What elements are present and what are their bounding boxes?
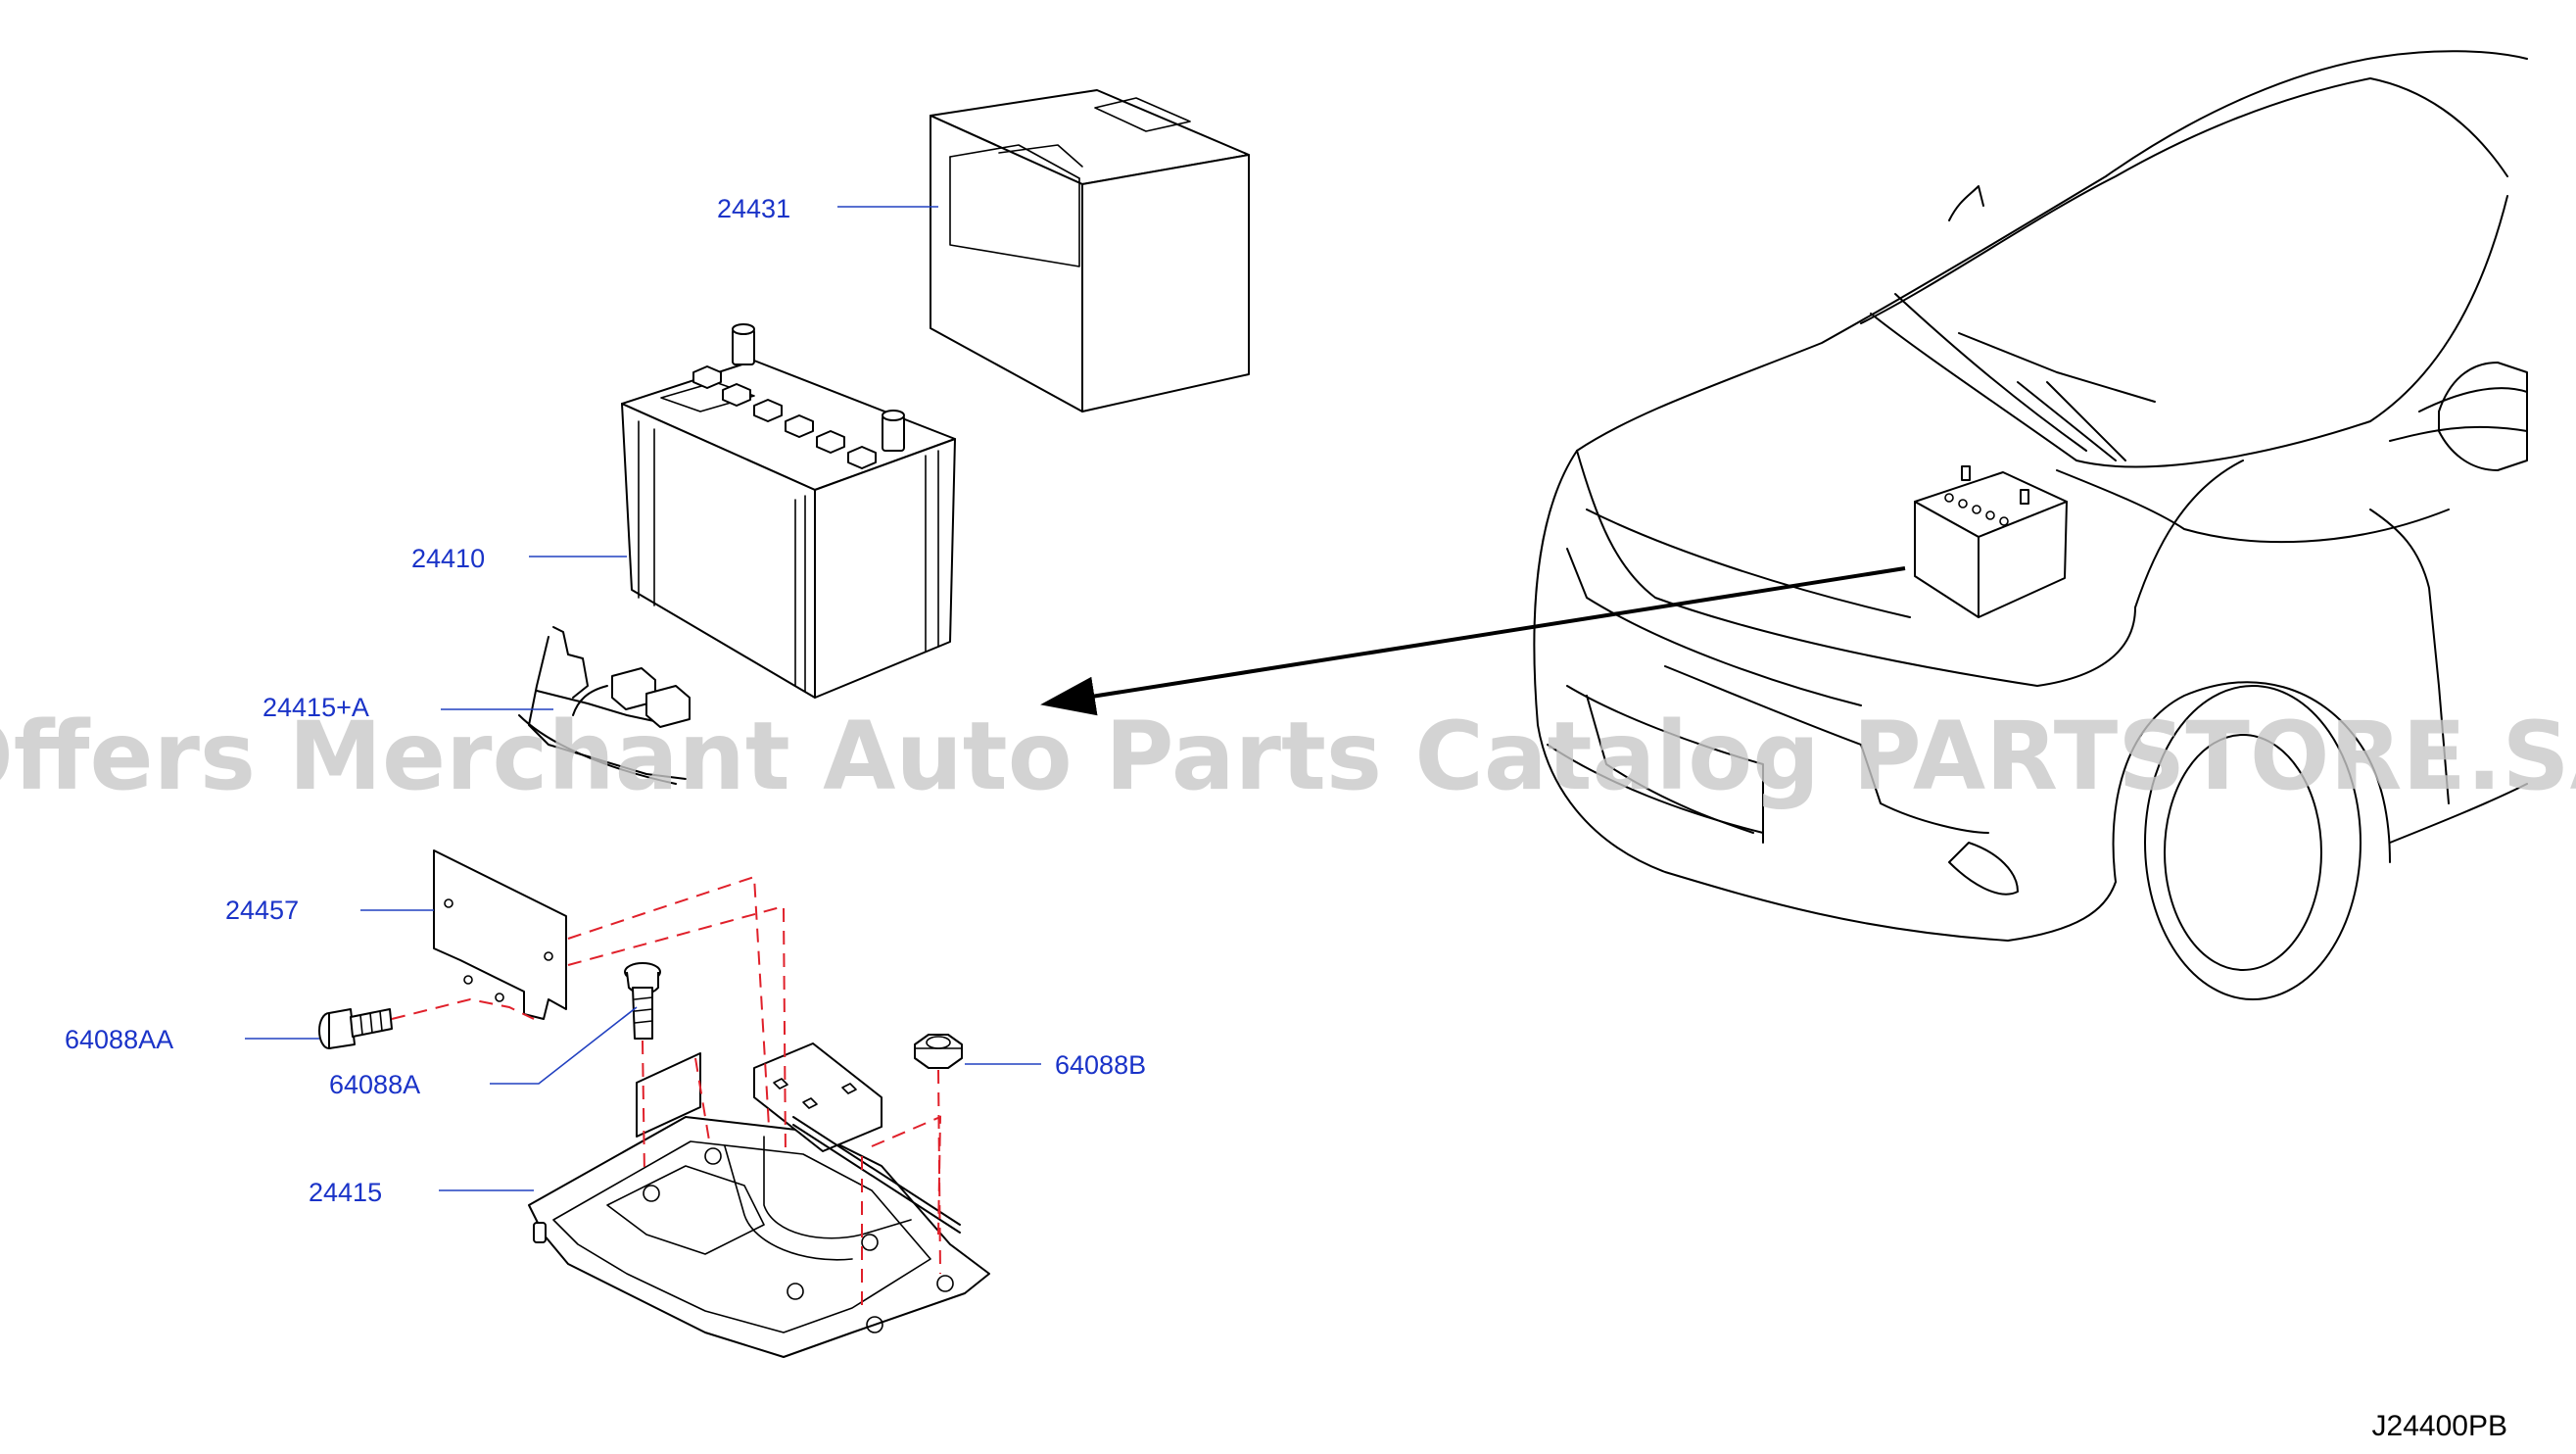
bolt-64088a-part[interactable] <box>624 962 661 1040</box>
battery-cover-part[interactable] <box>930 89 1250 412</box>
bolt-64088aa-part[interactable] <box>318 1008 393 1049</box>
diagram-reference-code: J24400PB <box>2372 1410 2507 1442</box>
vehicle-battery-location-icon <box>1914 465 2068 618</box>
part-label[interactable]: 64088A <box>329 1070 420 1099</box>
location-arrow <box>1040 566 1906 716</box>
part-label[interactable]: 64088AA <box>65 1025 173 1054</box>
leader-lines <box>245 206 1041 1191</box>
part-label[interactable]: 24431 <box>717 194 790 223</box>
assembly-dashed-lines <box>391 875 942 1313</box>
battery-harness-part[interactable] <box>518 626 691 785</box>
part-label[interactable]: 24415+A <box>262 693 369 722</box>
part-label[interactable]: 24457 <box>225 896 299 925</box>
nut-64088b-part[interactable] <box>914 1034 963 1069</box>
battery-plate-part[interactable] <box>433 849 567 1020</box>
part-label[interactable]: 24410 <box>411 544 485 573</box>
part-label[interactable]: 64088B <box>1055 1050 1146 1080</box>
watermark-text: Offers Merchant Auto Parts Catalog PARTS… <box>0 702 2576 811</box>
battery-part[interactable] <box>621 323 956 699</box>
battery-tray-part[interactable] <box>528 1042 990 1358</box>
vehicle-outline <box>1533 50 2528 1000</box>
part-label[interactable]: 24415 <box>309 1178 382 1207</box>
part-labels: 24431 24410 24415+A 24457 64088AA 64088A… <box>65 194 1146 1207</box>
